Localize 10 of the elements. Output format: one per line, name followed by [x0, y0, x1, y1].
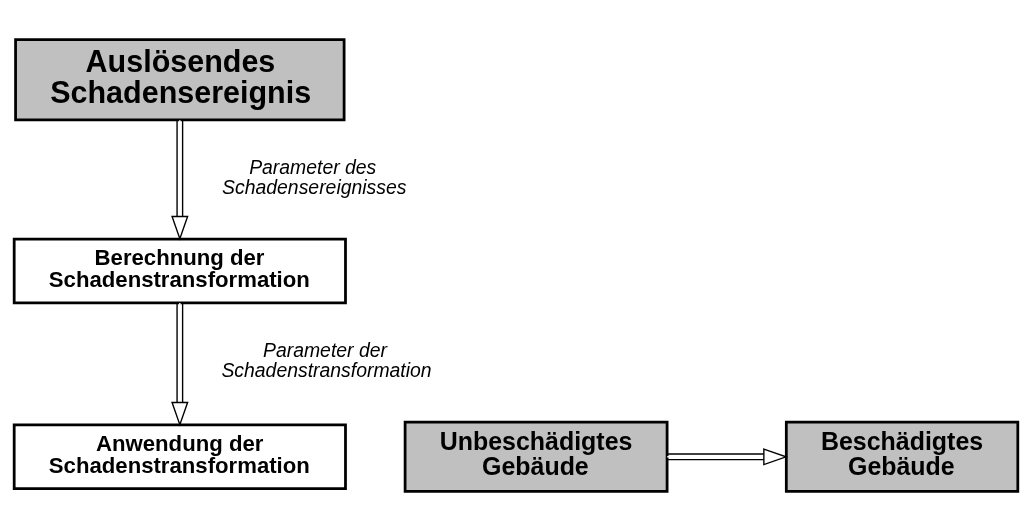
edge-label: Parameter der Schadenstransformation: [221, 339, 432, 381]
node-box: Berechnung der Schadenstransformation: [12, 237, 347, 305]
node-box: Anwendung der Schadenstransformation: [12, 423, 347, 491]
node-box: Auslösendes Schadensereignis: [14, 38, 346, 122]
arrow: [171, 119, 189, 241]
edge-label: Parameter des Schadensereignisses: [222, 156, 407, 198]
node-box: Unbeschädigtes Gebäude: [403, 420, 669, 493]
arrow: [666, 448, 789, 466]
node-box: Beschädigtes Gebäude: [784, 420, 1020, 493]
arrow: [171, 302, 189, 427]
